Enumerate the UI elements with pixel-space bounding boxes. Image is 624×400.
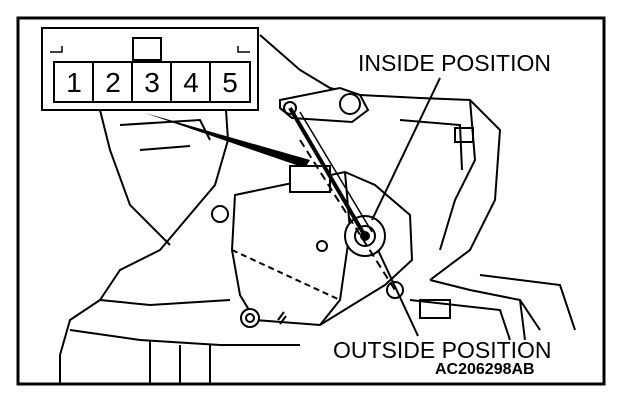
figure-code-label: AC206298AB: [435, 361, 535, 378]
inside-position-leader: [371, 77, 441, 221]
connector-pin-3: 3: [144, 67, 160, 98]
connector-pin-5: 5: [222, 67, 238, 98]
connector-pin-1: 1: [66, 67, 82, 98]
inside-position-label: INSIDE POSITION: [358, 50, 551, 76]
actuator-body: [211, 165, 414, 328]
outside-position-label: OUTSIDE POSITION: [333, 337, 552, 363]
connector-latch: [132, 37, 162, 61]
outside-position-leader: [377, 249, 419, 337]
connector-callout: [41, 27, 259, 111]
connector-pin-4: 4: [183, 67, 199, 98]
connector-pin-2: 2: [105, 67, 121, 98]
connector-pin-housing: [53, 61, 251, 103]
figure-frame: [16, 16, 606, 386]
damper-lever: [279, 86, 396, 291]
connector-pointer-arrow: [145, 113, 310, 168]
heater-housing: [59, 34, 576, 384]
